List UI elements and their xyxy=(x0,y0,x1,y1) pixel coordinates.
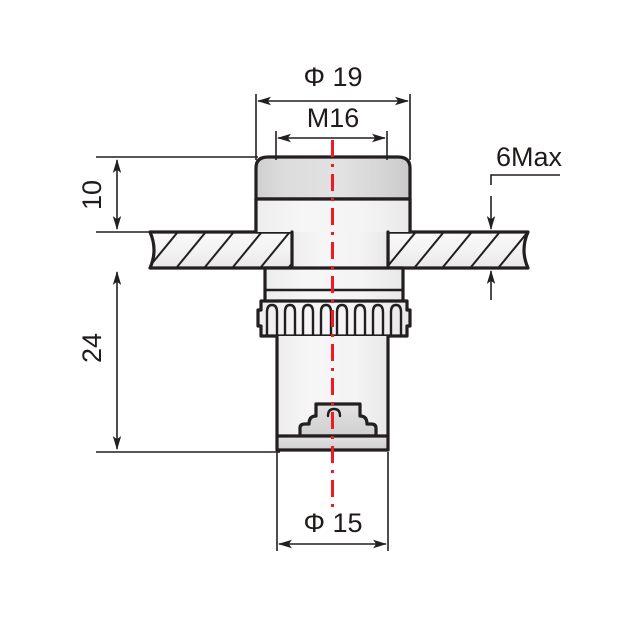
dimension-thread: M16 xyxy=(275,103,388,160)
panel-hatching-left xyxy=(150,232,292,268)
dimension-body-depth: 24 xyxy=(77,271,280,453)
dimension-head-height: 10 xyxy=(77,156,258,233)
dimension-head-diameter: Φ 19 xyxy=(255,62,411,160)
dimension-body-diameter: Φ 15 xyxy=(276,452,389,551)
dimension-panel-thickness: 6Max xyxy=(486,142,563,300)
rib-slots xyxy=(265,303,403,335)
head-height-label: 10 xyxy=(77,180,107,210)
head-diameter-label: Φ 19 xyxy=(303,62,362,92)
body-depth-label: 24 xyxy=(77,333,107,363)
panel-hatching-right xyxy=(388,232,528,268)
panel-thickness-label: 6Max xyxy=(496,142,563,172)
threaded-shank xyxy=(290,230,390,270)
body-diameter-label: Φ 15 xyxy=(303,508,362,538)
mounting-panel-right xyxy=(386,230,530,270)
thread-label: M16 xyxy=(307,103,360,133)
